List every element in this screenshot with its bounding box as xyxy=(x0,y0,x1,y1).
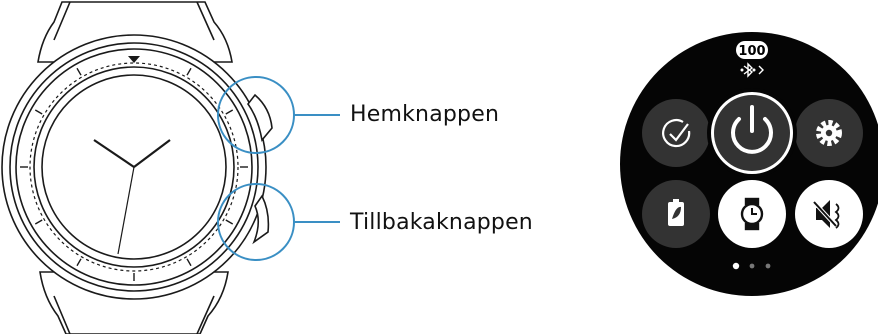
hour-hand xyxy=(93,139,135,168)
battery-level: 100 xyxy=(738,44,765,59)
home-key-button xyxy=(247,93,273,142)
chevron-right-icon[interactable] xyxy=(758,65,764,75)
bluetooth-icon xyxy=(740,62,756,78)
power-icon xyxy=(731,105,773,154)
bezel-tick xyxy=(225,109,234,115)
minute-hand xyxy=(133,139,171,168)
watch-illustration xyxy=(1,1,273,334)
bezel-tick xyxy=(34,219,43,225)
check-icon xyxy=(662,119,691,148)
page-dot xyxy=(749,263,755,269)
battery-badge xyxy=(736,41,768,59)
watch-bezel xyxy=(15,48,253,286)
bezel-ticks xyxy=(20,67,248,281)
watch-icon xyxy=(740,197,764,231)
quick-button-watch[interactable] xyxy=(718,180,786,248)
quick-button-power[interactable] xyxy=(707,88,797,178)
page-dot-active xyxy=(732,262,740,270)
quick-button-battery-saver[interactable] xyxy=(642,180,710,248)
quick-button-check[interactable] xyxy=(642,99,710,167)
bezel-marker xyxy=(128,56,140,63)
home-key-label: Hemknappen xyxy=(350,102,500,127)
callouts xyxy=(217,76,340,261)
bezel-tick xyxy=(186,67,192,76)
gear-icon xyxy=(816,120,842,146)
page-dot xyxy=(765,263,771,269)
page-indicator xyxy=(732,262,771,270)
quick-button-mute[interactable] xyxy=(795,180,863,248)
back-key-label: Tillbakaknappen xyxy=(350,210,533,235)
quick-button-gear[interactable] xyxy=(795,99,863,167)
battery-saver-icon xyxy=(668,199,684,226)
bezel-tick xyxy=(76,67,82,76)
bezel-tick xyxy=(186,258,192,267)
mute-icon xyxy=(812,200,840,229)
quick-panel: 100 xyxy=(620,32,878,296)
bezel-tick xyxy=(76,258,82,267)
bezel-tick xyxy=(225,219,234,225)
back-key-button xyxy=(252,194,270,245)
watch-dial xyxy=(41,74,227,260)
second-hand xyxy=(117,166,135,255)
bezel-tick xyxy=(34,109,43,115)
